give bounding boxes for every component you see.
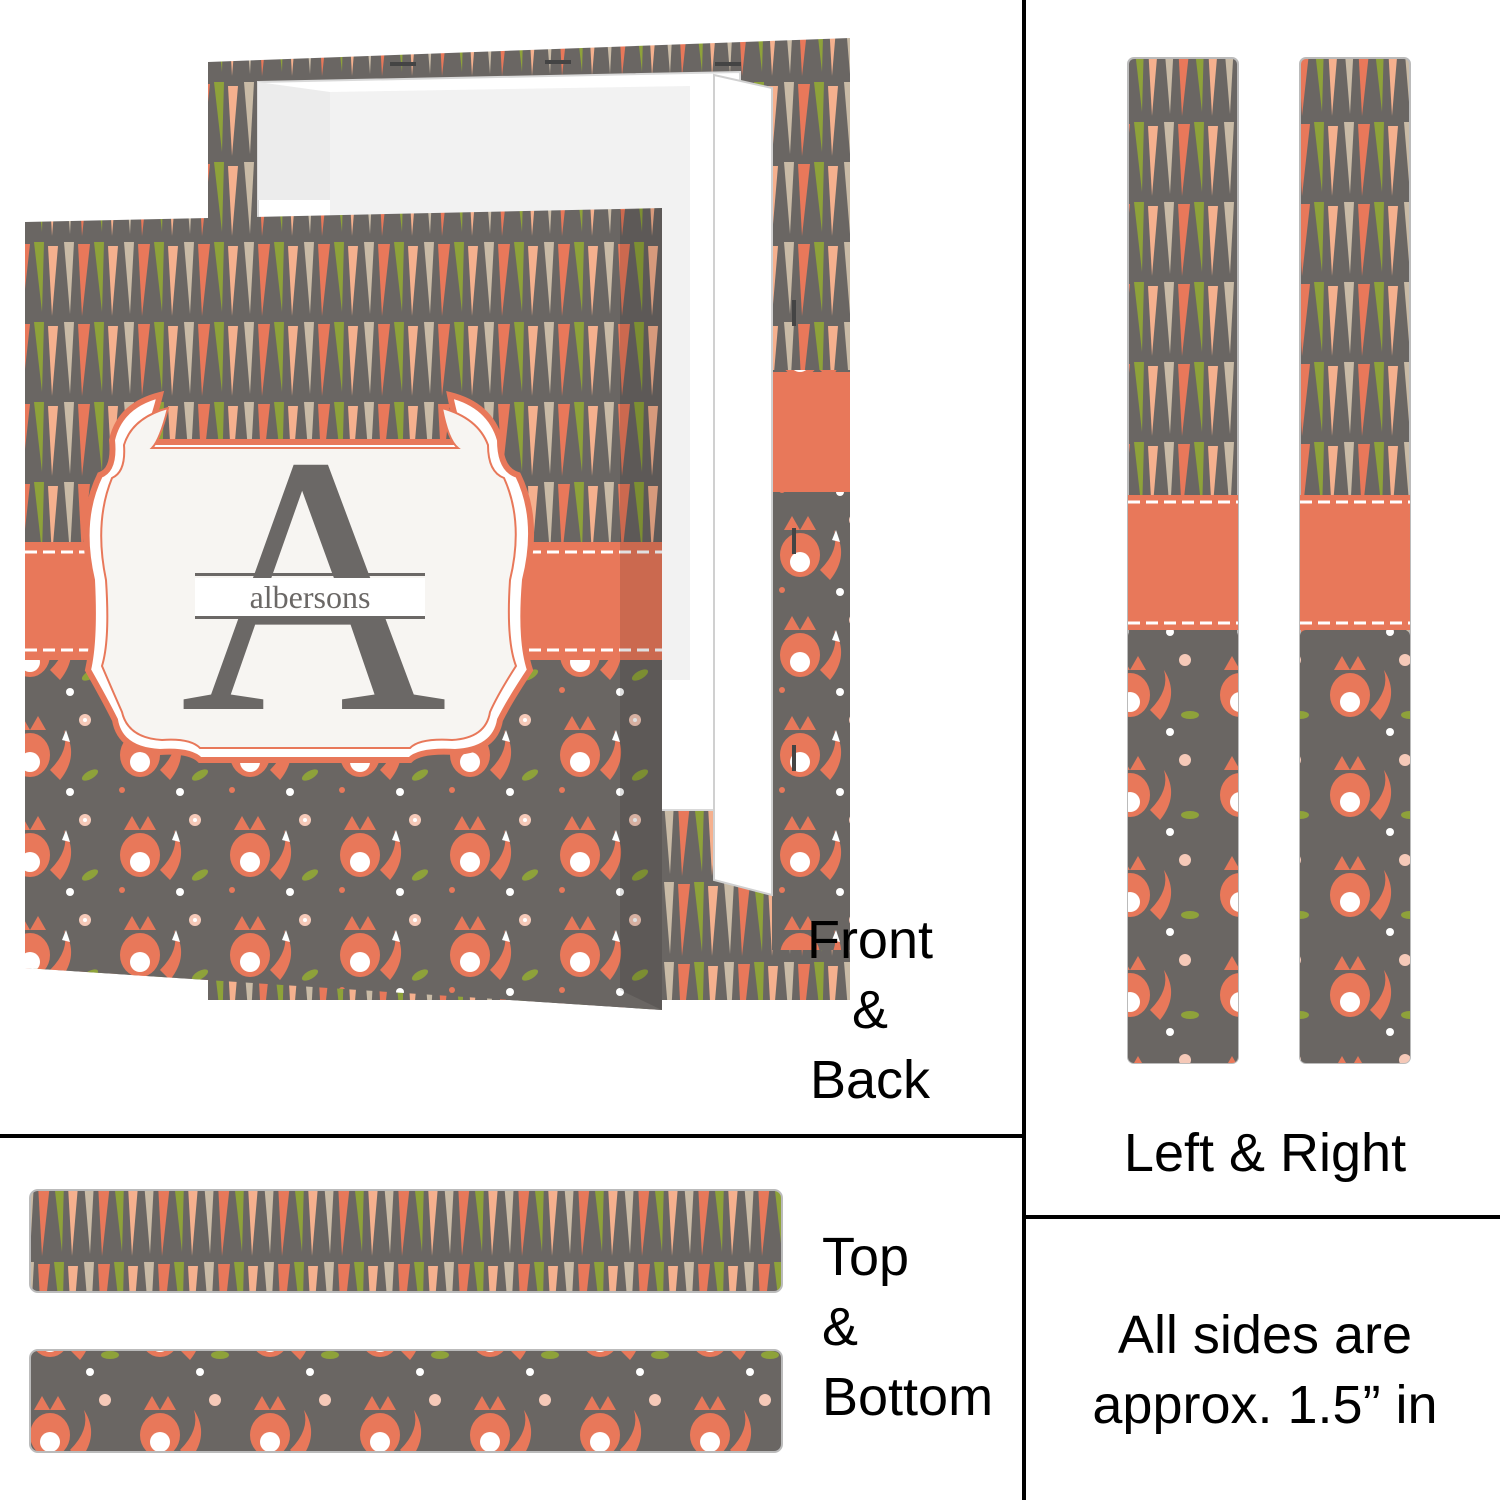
top-bottom-strips — [20, 1180, 790, 1470]
monogram-line-top — [195, 573, 425, 576]
label-front-back: Front & Back — [770, 905, 970, 1115]
label-front-back-line3: Back — [809, 1050, 931, 1110]
monogram-line-bottom — [195, 616, 425, 619]
label-sides-note: All sides are approx. 1.5” in — [1030, 1300, 1500, 1440]
label-top-bottom-line3: Bottom — [822, 1367, 994, 1427]
left-horizontal-divider — [0, 1134, 1024, 1138]
label-front-back-line1: Front — [806, 910, 934, 970]
label-top-bottom: Top & Bottom — [822, 1222, 1022, 1432]
monogram-name: albersons — [195, 578, 425, 616]
label-left-right: Left & Right — [1123, 1123, 1407, 1183]
label-top-bottom-line2: & — [822, 1297, 859, 1357]
label-front-back-line2: & — [851, 980, 889, 1040]
label-top-bottom-line1: Top — [822, 1227, 910, 1287]
label-sides-note-line2: approx. 1.5” in — [1092, 1375, 1438, 1435]
vertical-divider — [1022, 0, 1026, 1500]
label-sides-note-line1: All sides are — [1117, 1305, 1413, 1365]
right-horizontal-divider — [1024, 1215, 1500, 1219]
left-right-strips — [1100, 40, 1480, 1080]
